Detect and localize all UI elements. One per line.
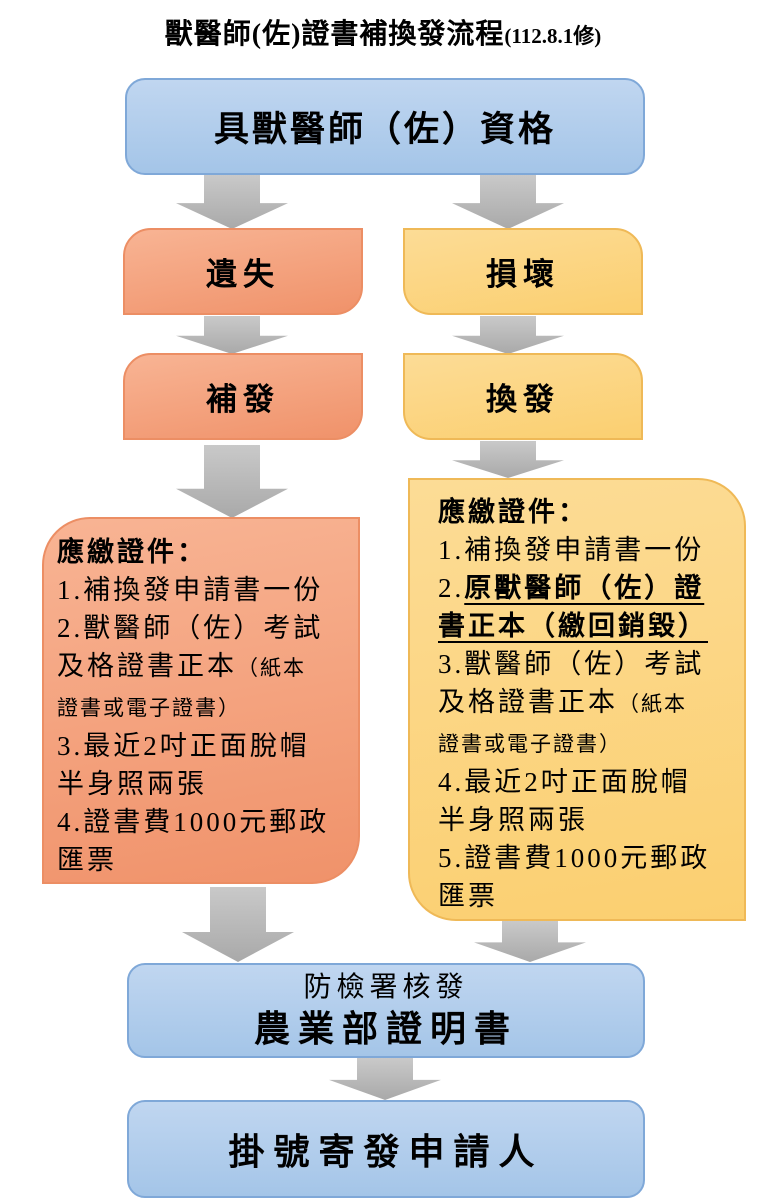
down-arrow <box>452 175 564 229</box>
documents-list: 1.補換發申請書一份 2.獸醫師（佐）考試及格證書正本（紙本證書或電子證書） 3.最… <box>57 571 329 879</box>
detail-line: 4.最近2吋正面脫帽 <box>438 767 691 797</box>
page-title-main: 獸醫師(佐)證書補換發流程 <box>164 19 505 50</box>
detail-line: 及格證書正本（紙本 <box>57 651 306 681</box>
node-mail-applicant: 掛號寄發申請人 <box>127 1100 645 1198</box>
documents-heading: 應繳證件： <box>438 497 588 527</box>
node-damaged-label: 損壞 <box>486 257 560 292</box>
node-documents-damaged: 應繳證件： 1.補換發申請書一份 2.原獸醫師（佐）證書正本（繳回銷毀） 3.獸醫師… <box>408 478 746 921</box>
detail-line: 5.證書費1000元郵政 <box>438 843 711 873</box>
down-arrow <box>176 445 288 518</box>
down-arrow <box>452 441 564 478</box>
detail-line: 4.證書費1000元郵政 <box>57 807 330 837</box>
issue-agency-line: 防檢署核發 <box>303 971 469 1003</box>
detail-line: 匯票 <box>57 845 117 875</box>
down-arrow <box>176 175 288 229</box>
node-lost-condition: 遺失 <box>123 228 363 315</box>
documents-heading: 應繳證件： <box>57 537 207 567</box>
down-arrow <box>329 1058 441 1100</box>
down-arrow <box>176 316 288 354</box>
detail-line: 2.原獸醫師（佐）證 <box>438 573 705 603</box>
detail-line: 3.最近2吋正面脫帽 <box>57 731 310 761</box>
detail-line: 及格證書正本（紙本 <box>438 687 687 717</box>
detail-line: 書正本（繳回銷毀） <box>438 611 708 641</box>
detail-line: 1.補換發申請書一份 <box>57 575 324 605</box>
detail-line: 半身照兩張 <box>57 769 207 799</box>
node-replace-action: 換發 <box>403 353 643 440</box>
node-reissue-label: 補發 <box>206 382 280 417</box>
documents-list: 1.補換發申請書一份 2.原獸醫師（佐）證書正本（繳回銷毀） 3.獸醫師（佐）考試及… <box>438 531 710 915</box>
down-arrow <box>474 921 586 962</box>
node-qualification: 具獸醫師（佐）資格 <box>125 78 645 175</box>
detail-line: 匯票 <box>438 881 498 911</box>
node-qualification-label: 具獸醫師（佐）資格 <box>213 110 556 149</box>
detail-line: 證書或電子證書） <box>438 732 622 756</box>
detail-line: 證書或電子證書） <box>57 696 241 720</box>
issue-certificate-line: 農業部證明書 <box>253 1008 518 1049</box>
node-replace-label: 換發 <box>486 382 560 417</box>
node-damaged-condition: 損壞 <box>403 228 643 315</box>
page-title-note: (112.8.1修) <box>504 24 602 48</box>
detail-line: 1.補換發申請書一份 <box>438 535 705 565</box>
down-arrow <box>182 887 294 962</box>
detail-line: 半身照兩張 <box>438 805 588 835</box>
node-reissue-action: 補發 <box>123 353 363 440</box>
down-arrow <box>452 316 564 354</box>
detail-line: 3.獸醫師（佐）考試 <box>438 649 705 679</box>
node-mail-label: 掛號寄發申請人 <box>228 1132 544 1172</box>
node-certificate-issue: 防檢署核發 農業部證明書 <box>127 963 645 1058</box>
node-documents-lost: 應繳證件： 1.補換發申請書一份 2.獸醫師（佐）考試及格證書正本（紙本證書或電子… <box>42 517 360 884</box>
page-title: 獸醫師(佐)證書補換發流程(112.8.1修) <box>0 12 766 52</box>
detail-line: 2.獸醫師（佐）考試 <box>57 613 324 643</box>
node-lost-label: 遺失 <box>206 257 280 292</box>
